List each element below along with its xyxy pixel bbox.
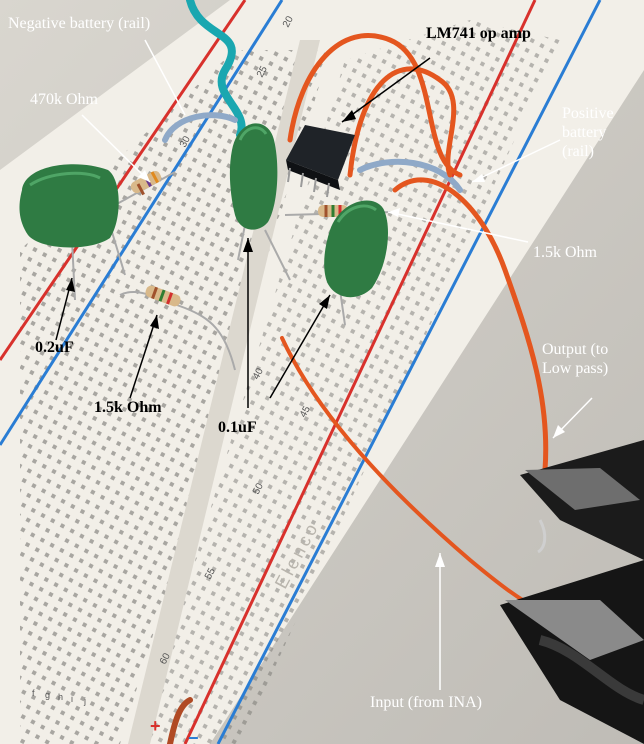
arrow-positive-rail — [471, 139, 561, 183]
annotation-arrows — [55, 39, 593, 690]
positive-rail-stripe-right — [183, 0, 537, 744]
positive-rail-stripe-left — [0, 0, 247, 361]
label-0-1uf: 0.1uF — [218, 419, 257, 436]
row-number: 45 — [298, 404, 313, 419]
label-input: Input (from INA) — [370, 694, 482, 711]
capacitor-0-1uf-lower — [324, 200, 388, 298]
row-number: 50 — [251, 481, 266, 496]
input-wire — [280, 336, 542, 612]
capacitor-0-2uf — [19, 164, 119, 248]
bottom-orange-wire — [167, 697, 193, 744]
label-0-2uf: 0.2uF — [35, 339, 74, 356]
column-letter: h — [58, 692, 63, 702]
row-number: 30 — [178, 134, 193, 149]
blue-jumper-left — [162, 112, 238, 143]
label-positive-line: Positive — [562, 105, 614, 122]
label-positive-line: (rail) — [562, 143, 594, 160]
label-output-line: Low pass) — [542, 360, 609, 377]
center-channel — [128, 40, 320, 744]
label-470k-ohm: 470k Ohm — [30, 91, 98, 108]
arrow-1-5k-right — [387, 211, 529, 243]
arrow-470k — [81, 114, 151, 183]
capacitor-0-1uf-upper — [229, 123, 278, 230]
label-1-5k-ohm-right: 1.5k Ohm — [533, 244, 597, 261]
teal-wire — [186, 0, 246, 139]
column-letter: j — [83, 696, 86, 706]
resistor-470k — [114, 170, 176, 206]
row-number: 55 — [203, 566, 218, 581]
arrow-negative-rail — [144, 39, 186, 116]
lm741-op-amp — [286, 125, 355, 198]
label-output: Output (to Low pass) — [542, 340, 608, 378]
input-alligator-clip — [500, 560, 644, 744]
breadboard-hole-field-right — [140, 20, 560, 744]
negative-rail-stripe-left — [0, 0, 284, 446]
column-letter-labels: f g h i j — [32, 688, 86, 706]
row-number: 20 — [281, 14, 296, 29]
orange-wire-mid — [347, 66, 457, 178]
arrow-0-1uf-lower — [269, 294, 331, 399]
label-positive-battery-rail: Positive battery (rail) — [562, 104, 614, 161]
negative-rail-stripe-right — [216, 0, 602, 744]
row-number: 60 — [158, 651, 173, 666]
row-number: 25 — [255, 64, 270, 79]
rail-minus-symbol: − — [188, 728, 199, 744]
column-letter: g — [45, 690, 50, 700]
output-alligator-clip — [520, 440, 644, 560]
label-1-5k-ohm-left: 1.5k Ohm — [94, 399, 162, 416]
column-letter: f — [32, 688, 35, 698]
arrow-1-5k-left — [129, 314, 158, 399]
resistor-1-5k-left — [119, 285, 236, 371]
label-output-line: Output (to — [542, 341, 609, 358]
output-wire — [392, 177, 549, 473]
label-lm741-op-amp: LM741 op amp — [426, 25, 531, 42]
label-negative-battery-rail: Negative battery (rail) — [8, 15, 151, 32]
arrow-op-amp — [341, 57, 431, 123]
orange-wire-top — [287, 33, 463, 178]
column-letter: i — [71, 694, 73, 704]
label-positive-line: battery — [562, 124, 607, 141]
row-number: 40 — [251, 366, 266, 381]
blue-jumper-right — [357, 158, 463, 193]
rail-plus-symbol: + — [150, 716, 161, 736]
